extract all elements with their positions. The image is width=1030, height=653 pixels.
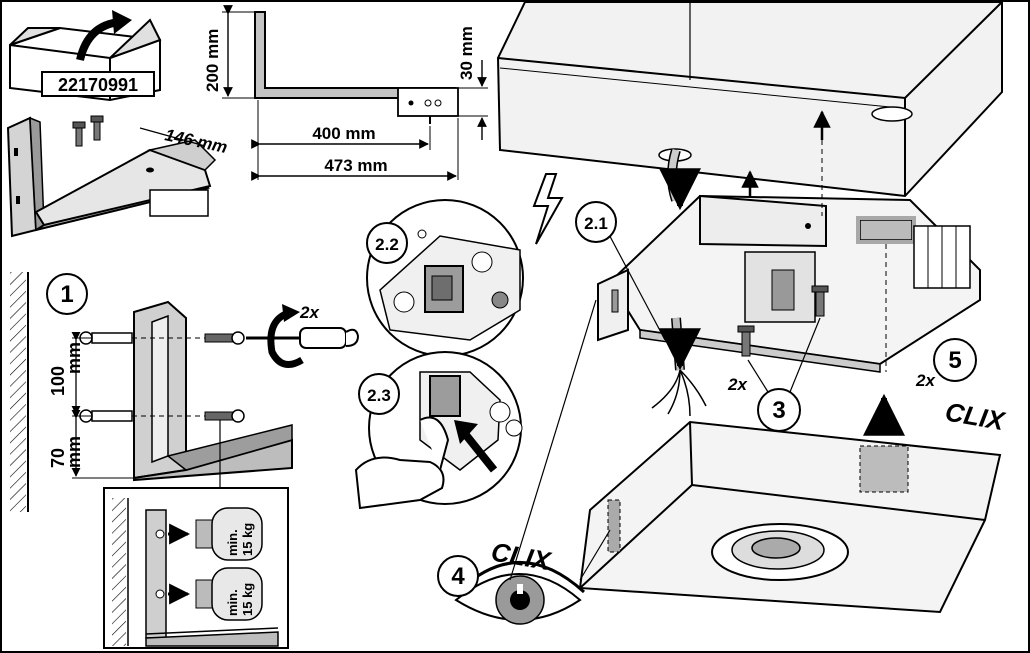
screw-icon [737, 285, 829, 357]
clix-label-left: CLIX [489, 536, 554, 576]
lightning-warning-icon [532, 173, 564, 245]
step-2-2-number: 2.2 [375, 235, 399, 254]
article-label-box [41, 71, 155, 97]
unpack-arrow-icon [112, 10, 132, 34]
wall-hatch [10, 272, 26, 512]
step-2-3-number: 2.3 [367, 386, 391, 405]
ceiling-plate [496, 0, 1003, 198]
step-1-number: 1 [60, 281, 73, 308]
step-3-number: 3 [772, 397, 785, 424]
step-4-number: 4 [451, 563, 465, 590]
mounting-frame [597, 110, 981, 417]
load-label-top-line1: min. [225, 529, 240, 556]
rotate-arrow-icon [282, 304, 300, 322]
detail-terminal: 2.2 [366, 199, 524, 357]
height-dimension: 200 mm [203, 29, 222, 92]
clix-label-right: CLIX [943, 396, 1008, 436]
screw-icon [204, 331, 245, 423]
weight-icon [195, 507, 263, 621]
bracket-dimension-drawing: 200 mm 30 mm 400 mm 473 mm [203, 5, 488, 181]
spacing-bottom-value: 70 [48, 448, 68, 468]
article-number: 22170991 [58, 75, 138, 95]
depth-dimension: 30 mm [457, 26, 476, 80]
step-5-number: 5 [948, 347, 961, 374]
load-label-bottom-line2: 15 kg [240, 583, 255, 616]
bracket-perspective: 146 mm [6, 115, 229, 238]
total-width-dimension: 473 mm [324, 156, 387, 175]
screw-icon [72, 115, 104, 147]
wall-screw-count: 2x [299, 303, 320, 322]
load-label-bottom-line1: min. [225, 589, 240, 616]
push-arrow-icon [454, 420, 478, 444]
screws-count: 2x [727, 375, 748, 394]
wall-mount-step: 1 2x [10, 272, 360, 512]
terminal-block [913, 225, 971, 289]
eye-icon [454, 561, 586, 625]
spacing-bottom-unit: mm [64, 436, 84, 468]
dowel-icon [79, 331, 133, 423]
load-test-inset: min. 15 kg min. 15 kg [103, 487, 289, 649]
inner-width-dimension: 400 mm [312, 124, 375, 143]
latch-count: 2x [915, 371, 936, 390]
step-2-1-number: 2.1 [584, 214, 608, 233]
screwdriver-icon [246, 304, 360, 368]
load-label-top-line2: 15 kg [240, 523, 255, 556]
charger-box [578, 393, 1002, 614]
detail-clamp: 2.3 [354, 351, 523, 510]
package-box: 22170991 [9, 10, 162, 102]
hand-icon [354, 416, 450, 510]
spacing-top-unit: mm [64, 342, 84, 374]
spacing-top-value: 100 [48, 366, 68, 396]
